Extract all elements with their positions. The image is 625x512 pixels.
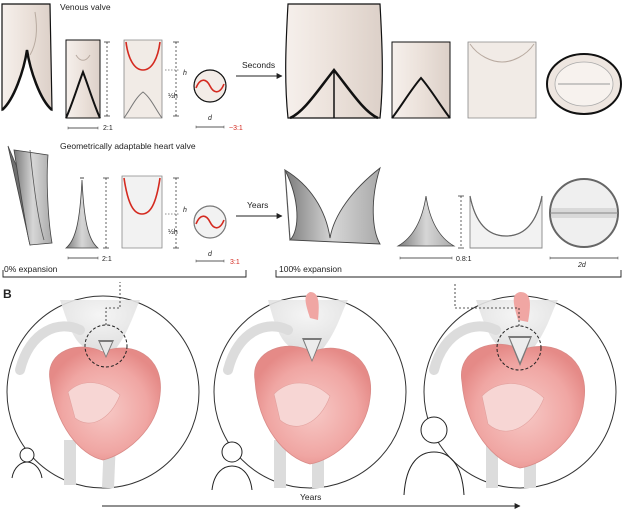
expanded-width-ratio: 0.8:1	[456, 256, 472, 263]
adaptable-half-h-label: ½h	[168, 228, 178, 236]
zero-expansion-bracket	[2, 270, 247, 278]
venous-h-label: h	[183, 70, 187, 77]
panel-b-label: B	[3, 287, 12, 301]
venous-d-label: d	[208, 115, 213, 122]
venous-valve-top-view	[193, 69, 227, 103]
venous-valve-profile-view	[123, 39, 163, 119]
full-expansion-label: 100% expansion	[279, 264, 342, 274]
venous-valve-open-view	[1, 3, 53, 112]
years-timeline-label: Years	[300, 492, 321, 502]
adaptable-width-ratio: 2:1	[102, 256, 112, 263]
venous-valve-closed-profile-view	[467, 41, 537, 119]
adaptable-circle-ratio: 3:1	[230, 259, 240, 266]
expanded-2d-label: 2d	[577, 262, 587, 269]
adaptable-valve-3d-view	[7, 145, 53, 246]
adaptable-valve-profile-view	[121, 175, 163, 249]
venous-width-ratio: 2:1	[103, 125, 113, 132]
expanded-valve-side-view	[396, 195, 456, 247]
heart-illustration-adolescent	[211, 292, 407, 491]
heart-valve-title: Geometrically adaptable heart valve	[60, 141, 196, 151]
full-expansion-bracket	[275, 270, 622, 278]
heart-illustration-adult	[403, 282, 617, 496]
venous-valve-side-view	[65, 39, 101, 119]
years-label-row2: Years	[247, 200, 268, 210]
zero-expansion-label: 0% expansion	[4, 264, 58, 274]
venous-valve-closed-top-view	[546, 53, 622, 115]
expanded-valve-profile-view	[469, 195, 543, 249]
venous-valve-closed-view	[285, 3, 383, 120]
venous-valve-closed-side-view	[391, 41, 451, 119]
adaptable-valve-top-view	[193, 205, 227, 239]
adaptable-d-label: d	[208, 251, 213, 258]
expanded-valve-top-view	[549, 178, 619, 248]
expanded-valve-3d-view	[283, 166, 381, 245]
venous-valve-title: Venous valve	[60, 2, 111, 12]
seconds-label: Seconds	[242, 60, 275, 70]
venous-circle-ratio: ~3:1	[229, 125, 243, 132]
adaptable-h-label: h	[183, 207, 187, 214]
adaptable-valve-side-view	[64, 177, 100, 249]
heart-illustration-child	[6, 282, 200, 489]
venous-half-h-label: ½h	[168, 92, 178, 100]
